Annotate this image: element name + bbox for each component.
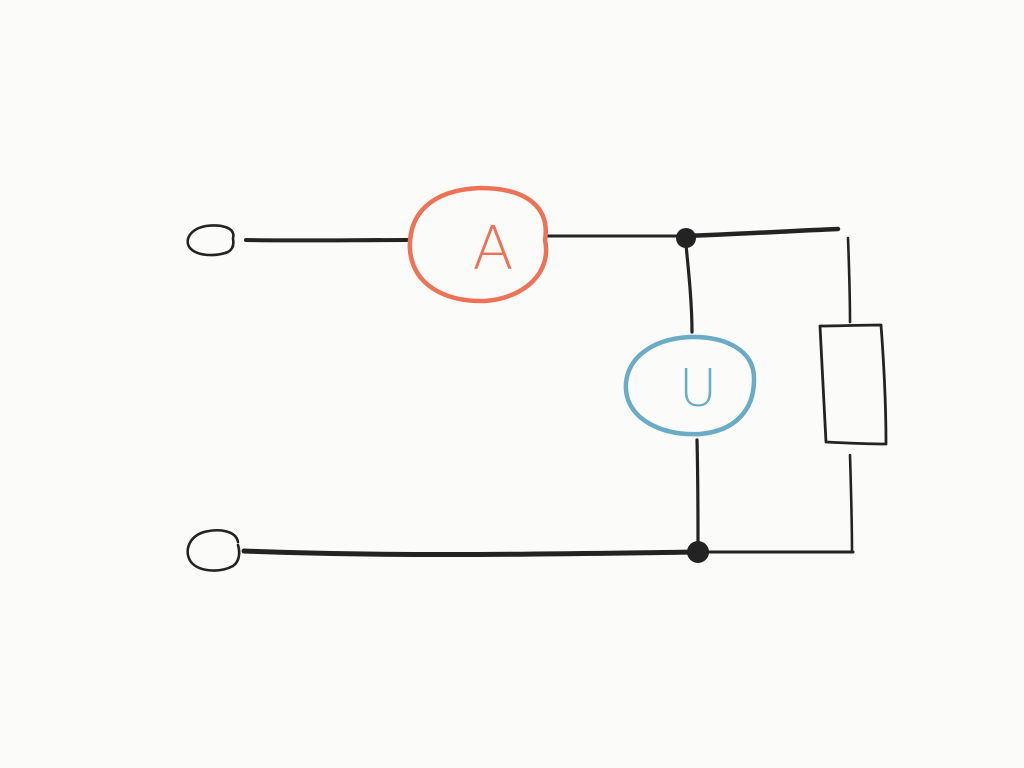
wire-voltmeter-to-bottom-junction <box>695 438 700 547</box>
wire-top-junction-to-voltmeter <box>684 243 694 334</box>
voltmeter-circle <box>623 334 757 437</box>
wire-resistor-to-bottom <box>848 453 854 554</box>
voltmeter-label: U <box>679 359 717 419</box>
ammeter-label: A <box>472 214 513 284</box>
bottom-input-terminal <box>186 529 241 572</box>
wire-junction-to-right <box>683 226 841 239</box>
ammeter-circle <box>407 185 549 304</box>
junction-top <box>676 228 696 248</box>
junction-bottom <box>687 541 709 563</box>
wire-right-to-resistor <box>846 236 852 324</box>
wire-bottom-main <box>241 548 701 558</box>
resistor <box>818 323 888 446</box>
top-input-terminal <box>186 224 235 257</box>
